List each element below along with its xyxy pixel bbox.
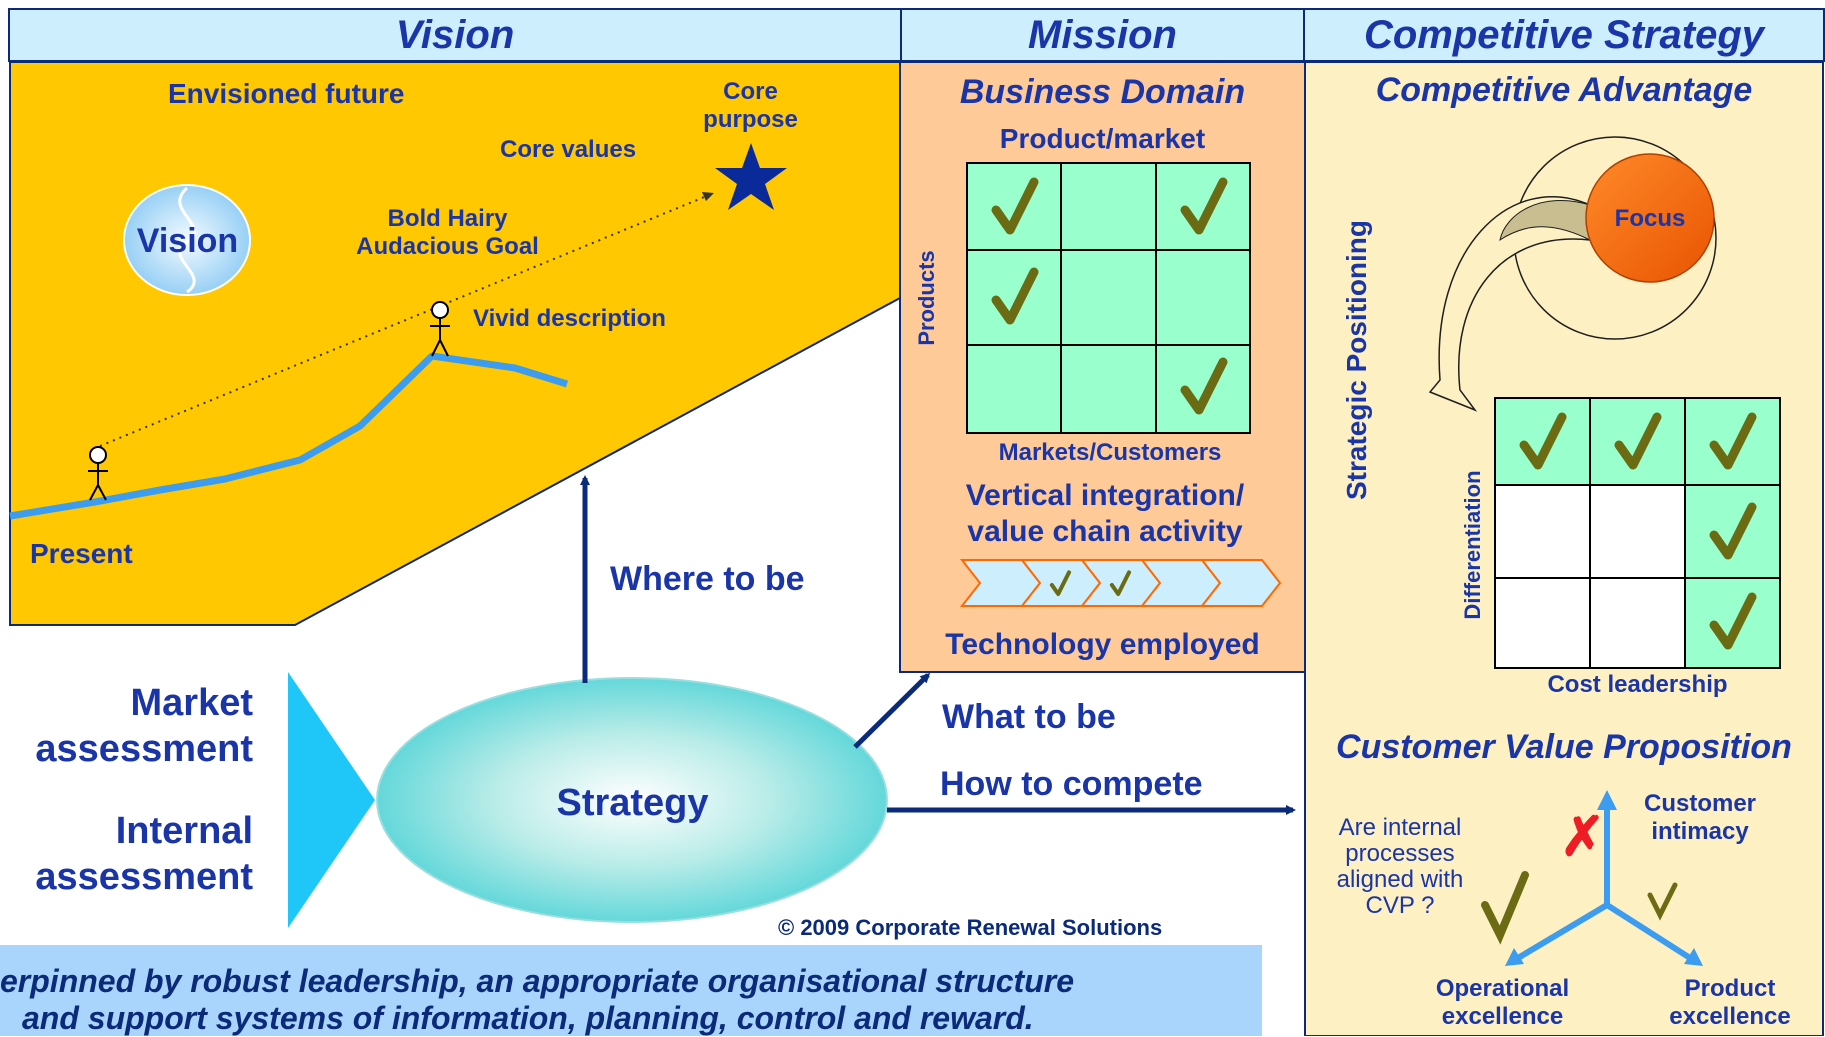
vision-panel (9, 61, 901, 626)
journey-path (9, 352, 569, 520)
strategy-label: Strategy (556, 782, 709, 824)
strategy-ellipse (376, 677, 888, 923)
vivid-description-label: Vivid description (473, 305, 666, 332)
value-chain-chevron (1199, 559, 1282, 607)
positioning-check-icon (1709, 412, 1757, 470)
header-vision: Vision (8, 8, 902, 62)
vertical-integration-label: Vertical integration/ value chain activi… (965, 479, 1245, 548)
cvp-question-label: Are internal processes aligned with CVP … (1336, 814, 1464, 919)
header-competitive-strategy: Competitive Strategy (1303, 8, 1825, 62)
present-label: Present (30, 538, 133, 569)
product-excellence-label: Product excellence (1669, 975, 1791, 1030)
positioning-check-icon (1709, 592, 1757, 650)
value-chain-check-icon (1049, 570, 1072, 597)
positioning-check-icon (1709, 502, 1757, 560)
footer-band (0, 945, 1262, 1036)
strategic-positioning-label: Strategic Positioning (1341, 219, 1372, 501)
positioning-check-icon (1519, 412, 1567, 470)
positioning-check-icon (1614, 412, 1662, 470)
focus-arrow (1428, 196, 1591, 412)
product-market-check-icon (991, 177, 1039, 235)
what-to-be-label: What to be (942, 698, 1116, 736)
cvp-check-product (1647, 882, 1678, 921)
core-values-label: Core values (500, 136, 637, 163)
competitive-advantage-label: Competitive Advantage (1375, 71, 1753, 109)
where-to-be-label: Where to be (610, 560, 805, 598)
core-purpose-label: Core purpose (703, 78, 798, 133)
how-to-compete-label: How to compete (940, 765, 1203, 803)
positioning-grid (1494, 397, 1781, 669)
value-chain-chevrons (959, 559, 1282, 607)
stick-figure-goal (430, 301, 450, 357)
product-market-check-icon (991, 267, 1039, 325)
cvp-check-operational (1481, 871, 1529, 945)
business-domain-label: Business Domain (959, 73, 1246, 111)
bhag-label: Bold Hairy Audacious Goal (356, 205, 539, 260)
product-market-grid (966, 162, 1251, 434)
value-chain-check-icon (1109, 570, 1132, 597)
assessment-triangle (288, 672, 375, 928)
product-market-check-icon (1180, 177, 1228, 235)
vision-bubble-shape (123, 184, 251, 296)
customer-value-proposition-label: Customer Value Proposition (1336, 728, 1792, 766)
vision-bubble-label: Vision (136, 222, 239, 260)
focus-label: Focus (1614, 205, 1686, 232)
dotted-goal-line (99, 192, 715, 447)
internal-assessment-label: Internal assessment (35, 810, 253, 898)
operational-excellence-label: Operational excellence (1435, 975, 1570, 1030)
differentiation-label: Differentiation (1460, 470, 1485, 620)
footer-line-1: erpinned by robust leadership, an approp… (0, 963, 1074, 999)
footer-line-2: and support systems of information, plan… (22, 1000, 1034, 1036)
focus-circle (1585, 153, 1715, 283)
x-mark-icon: ✗ (1560, 807, 1605, 867)
envisioned-future-label: Envisioned future (168, 78, 405, 109)
copyright-label: © 2009 Corporate Renewal Solutions (778, 915, 1163, 940)
technology-label: Technology employed (945, 628, 1260, 661)
product-market-label: Product/market (999, 123, 1206, 154)
customer-intimacy-label: Customer intimacy (1643, 790, 1757, 845)
markets-axis-label: Markets/Customers (998, 439, 1222, 466)
core-purpose-star-icon (715, 143, 787, 210)
cost-leadership-label: Cost leadership (1547, 671, 1728, 698)
stick-figure-present (88, 446, 108, 501)
product-market-check-icon (1180, 357, 1228, 415)
market-assessment-label: Market assessment (35, 682, 253, 770)
what-to-be-arrow (853, 672, 931, 749)
cvp-triad (1516, 805, 1692, 961)
products-axis-label: Products (914, 250, 939, 346)
